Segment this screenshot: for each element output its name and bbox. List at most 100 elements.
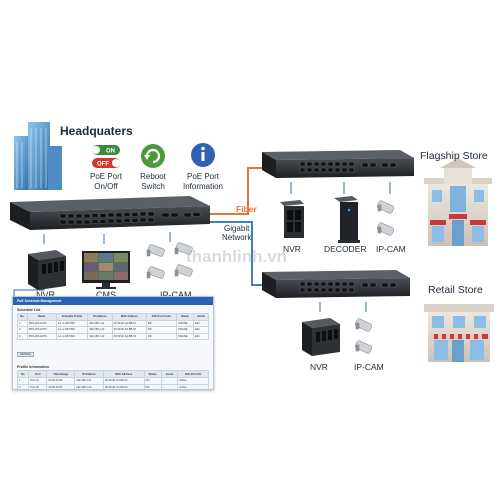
retail-ipcam-label: IP-CAM	[354, 362, 384, 372]
table-header-cell: IP Address	[87, 313, 113, 321]
table-cell: PDS-3014-MTU	[26, 319, 57, 328]
table-header-cell: Count	[160, 370, 179, 378]
table-cell: 2	[17, 326, 28, 334]
retail-nvr-device	[302, 318, 340, 356]
hq-ipcam-label: IP-CAM	[160, 290, 192, 300]
hq-ip-camera-group	[146, 242, 193, 279]
table-cell: 192.168.1.22	[74, 383, 104, 389]
flagship-nvr-label: NVR	[283, 244, 301, 254]
flagship-decoder-device	[334, 196, 360, 243]
table-cell: 192.168.1.12	[87, 326, 113, 334]
retail-drop-lines	[319, 302, 367, 312]
gigabit-link	[206, 221, 262, 286]
table-cell: 2	[16, 383, 30, 389]
table-cell: 1-1-1-1/5/7/8/0	[55, 326, 89, 334]
table-header-cell: No.	[16, 370, 30, 378]
table-cell: 00:00-23:59	[46, 376, 76, 385]
table-header-cell: Name	[26, 313, 57, 321]
fiber-link	[206, 167, 262, 215]
table-cell: --	[160, 383, 179, 389]
flagship-ip-camera-group	[376, 200, 395, 236]
table-cell: ON	[143, 383, 162, 389]
table-header-cell: MAC Address	[102, 370, 145, 378]
table-cell: 00:00-23:59	[46, 383, 76, 389]
flagship-drop-lines	[290, 182, 391, 194]
table-cell: 1-1-1-1/5/7/8/0	[55, 319, 89, 328]
table-cell: 2/8	[145, 332, 177, 341]
feature-reboot-label: Reboot Switch	[140, 172, 166, 191]
table-cell: 192.168.1.13	[87, 332, 113, 341]
management-ui-screenshot: PoE Schedule Management Schedule List No…	[12, 296, 214, 390]
ui-section-schedule-list: Schedule List	[17, 308, 41, 312]
retail-poe-switch	[262, 270, 410, 298]
table-cell: --	[160, 376, 179, 385]
headquarters-label: Headquaters	[60, 124, 133, 138]
table-cell: PDS-3014-MTU	[26, 332, 57, 341]
table-cell: ONLINE	[175, 319, 194, 328]
hq-nvr-device	[28, 250, 66, 290]
table-cell: 00:30:4F:AA:BB:01	[111, 319, 147, 328]
table-header-cell: Status	[143, 370, 162, 378]
table-cell: PDS-3014-MTU	[26, 326, 57, 334]
table-cell: 00:30:4F:AA:BB:02	[111, 326, 147, 334]
toggle-on-label: ON	[106, 149, 115, 155]
retail-ip-camera-group	[354, 318, 373, 354]
reboot-icon	[141, 144, 165, 168]
table-cell: 3	[17, 332, 28, 341]
table-header-cell: Action	[192, 313, 210, 321]
headquarters-building-icon	[14, 122, 62, 190]
table-header-cell: Time Range	[46, 370, 76, 378]
watermark-text: thanhlinh.vn	[186, 247, 287, 266]
table-cell: ONLINE	[175, 326, 194, 334]
info-icon	[191, 143, 215, 167]
flagship-poe-switch	[262, 150, 414, 178]
hq-cms-label: CMS	[96, 290, 116, 300]
table-header-cell: No.	[17, 313, 28, 321]
flagship-nvr-device	[280, 200, 304, 238]
hq-nvr-label: NVR	[36, 290, 56, 300]
table-cell: ONLINE	[175, 332, 194, 341]
table-cell: 4/8	[145, 326, 177, 334]
table-cell: 1	[16, 376, 30, 385]
gigabit-network-label: Gigabit Network	[222, 224, 252, 242]
table-cell: 1-1-1-1/5/7/8/0	[55, 332, 89, 341]
table-header-cell: PoE Port Info	[177, 370, 209, 378]
retail-store-building-icon	[424, 304, 494, 362]
table-cell: Port-01	[28, 376, 48, 385]
table-cell: Port-02	[28, 383, 48, 389]
flagship-store-building-icon	[424, 158, 492, 246]
toggle-off-label: OFF	[97, 162, 109, 168]
table-cell: Active	[177, 376, 209, 385]
add-entry-button[interactable]: Add Entry	[17, 352, 35, 358]
flagship-store-label: Flagship Store	[420, 150, 488, 162]
cms-monitor	[82, 251, 130, 289]
ui-section-profile-info: Profile Information	[17, 365, 49, 370]
table-cell: Edit	[192, 326, 210, 334]
retail-nvr-label: NVR	[310, 362, 328, 372]
hq-poe-switch	[10, 196, 210, 230]
table-cell: 192.168.1.21	[74, 376, 104, 385]
ui-panel-title: PoE Schedule Management	[13, 297, 213, 305]
table-cell: 6/8	[145, 319, 177, 328]
table-header-cell: Schedule Profile	[55, 313, 89, 321]
table-cell: Edit	[192, 332, 210, 341]
table-cell: 1	[17, 319, 28, 328]
table-cell: 00:30:4F:AA:BB:03	[111, 332, 147, 341]
table-cell: ON	[143, 376, 162, 385]
fiber-label: Fiber	[236, 204, 257, 214]
feature-poe-info-label: PoE Port Information	[182, 172, 224, 191]
table-header-cell: Port	[28, 370, 48, 378]
table-header-cell: Status	[175, 313, 194, 321]
table-cell: 192.168.1.11	[87, 319, 113, 328]
